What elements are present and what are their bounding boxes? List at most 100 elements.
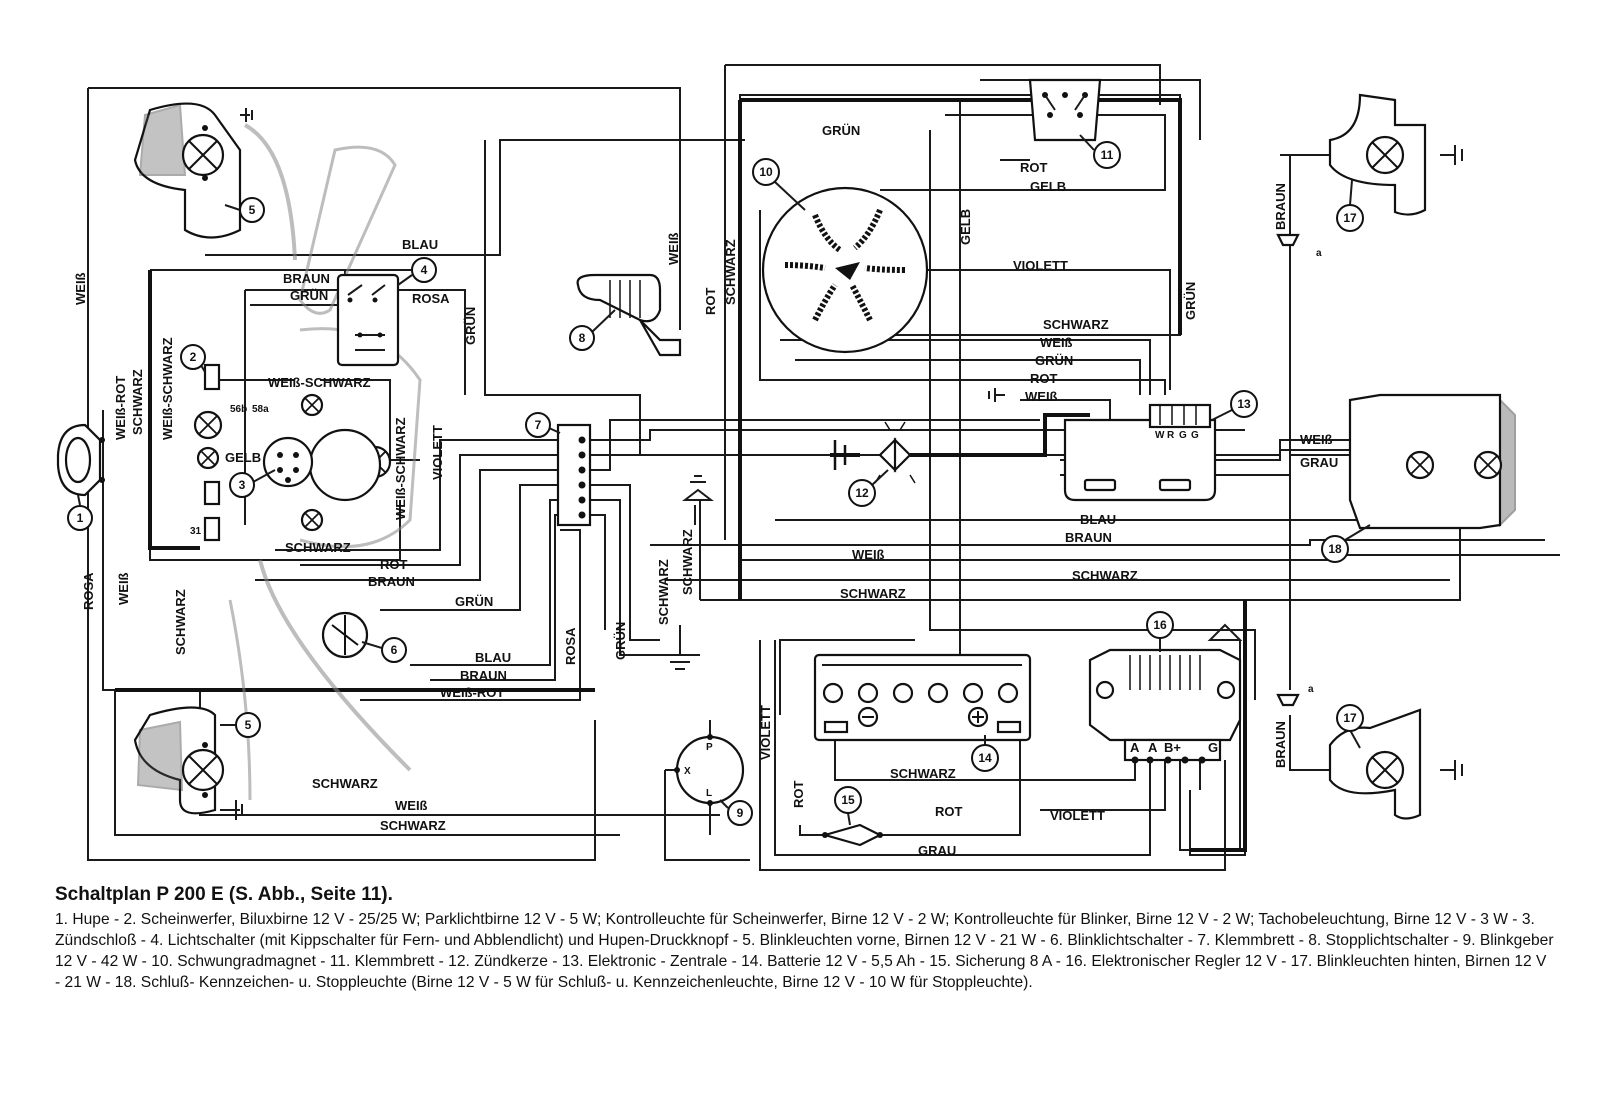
wire-label: VIOLETT: [758, 705, 773, 760]
rear-blinker-bottom: [1276, 693, 1422, 820]
wire-label: WEIß: [116, 572, 131, 605]
svg-text:5: 5: [249, 203, 256, 217]
voltage-regulator: [1088, 648, 1242, 764]
wire-label: SCHWARZ: [380, 818, 446, 833]
rear-blinker-top: [1276, 93, 1427, 247]
callout-4: 4: [397, 257, 437, 286]
wire-label: BLAU: [402, 237, 438, 252]
light-switch: [336, 273, 400, 367]
svg-text:2: 2: [190, 350, 197, 364]
terminal-label: G: [1191, 430, 1199, 441]
battery: [813, 653, 1032, 742]
terminal-block-11: [1028, 78, 1102, 142]
terminal-label: 56b: [230, 404, 247, 415]
svg-text:9: 9: [737, 806, 744, 820]
svg-text:16: 16: [1153, 618, 1167, 632]
caption-title: Schaltplan P 200 E (S. Abb., Seite 11).: [55, 884, 393, 905]
wire-label: BRAUN: [460, 668, 507, 683]
spark-plug: [830, 421, 916, 484]
callout-15: 15: [834, 786, 862, 826]
horn: [56, 423, 105, 497]
callout-16: 16: [1146, 611, 1174, 652]
wire-label: WEIß-SCHWARZ: [268, 375, 371, 390]
wire-label: SCHWARZ: [723, 239, 738, 305]
svg-text:18: 18: [1328, 542, 1342, 556]
wire-label: BRAUN: [1273, 183, 1288, 230]
callout-14: 14: [971, 735, 999, 772]
wire-label: SCHWARZ: [1072, 568, 1138, 583]
terminal-label: a: [1316, 248, 1322, 259]
terminal-label: W: [1155, 430, 1165, 441]
terminal-label: 58a: [252, 404, 269, 415]
blinker-switch: [321, 611, 369, 659]
wire-label: GRAU: [918, 843, 956, 858]
wire-label: SCHWARZ: [285, 540, 351, 555]
callout-8: 8: [569, 309, 616, 351]
svg-text:6: 6: [391, 643, 398, 657]
wire-label: GRÜN: [463, 307, 478, 345]
figure-caption: Schaltplan P 200 E (S. Abb., Seite 11). …: [55, 884, 1555, 993]
wire-label: WEIß: [1300, 432, 1333, 447]
callout-2: 2: [180, 344, 206, 373]
stop-switch: [576, 273, 682, 357]
wire-label: GELB: [1030, 179, 1066, 194]
callout-13: 13: [1211, 390, 1258, 421]
svg-text:1: 1: [77, 511, 84, 525]
svg-text:13: 13: [1237, 397, 1251, 411]
fuse: [820, 823, 883, 847]
terminal-block-7: [556, 423, 592, 527]
wire-label: SCHWARZ: [130, 369, 145, 435]
wire-label: GRAU: [1300, 455, 1338, 470]
bold-wires: [115, 98, 1247, 852]
wire-label: WEIß: [1025, 389, 1058, 404]
wire-label: VIOLETT: [1050, 808, 1105, 823]
wire-label: ROT: [380, 557, 408, 572]
wire-label: ROT: [1020, 160, 1048, 175]
wire-label: SCHWARZ: [656, 559, 671, 625]
wire-label: SCHWARZ: [312, 776, 378, 791]
terminal-label: G: [1179, 430, 1187, 441]
callout-7: 7: [525, 412, 561, 438]
wire-label: ROSA: [412, 291, 450, 306]
terminal-label: X: [684, 766, 691, 777]
wire-label: BLAU: [475, 650, 511, 665]
svg-text:4: 4: [421, 263, 428, 277]
callout-18: 18: [1321, 524, 1371, 563]
terminal-label: P: [706, 742, 713, 753]
wire-label: BRAUN: [1065, 530, 1112, 545]
wire-label: BRAUN: [368, 574, 415, 589]
wire-label: SCHWARZ: [1043, 317, 1109, 332]
wire-label: BLAU: [1080, 512, 1116, 527]
terminal-label: A: [1130, 740, 1140, 755]
wire-label: WEIß: [395, 798, 428, 813]
wire-label: WEIß: [666, 232, 681, 265]
wire-label: ROT: [935, 804, 963, 819]
terminal-label: G: [1208, 740, 1218, 755]
wire-label: WEIß-ROT: [440, 685, 504, 700]
terminal-label: 31: [190, 526, 202, 537]
wire-label: ROT: [1030, 371, 1058, 386]
wire-label: WEIß: [1040, 335, 1073, 350]
caption-body: 1. Hupe - 2. Scheinwerfer, Biluxbirne 12…: [55, 911, 1554, 991]
callout-10: 10: [752, 158, 806, 211]
terminal-label: a: [1308, 684, 1314, 695]
wire-label: GRÜN: [613, 622, 628, 660]
wire-label: BRAUN: [283, 271, 330, 286]
tail-light: [1348, 393, 1516, 530]
wire-label: GRÜN: [290, 288, 328, 303]
wire-label: SCHWARZ: [680, 529, 695, 595]
svg-text:10: 10: [759, 165, 773, 179]
wire-label: SCHWARZ: [173, 589, 188, 655]
svg-text:3: 3: [239, 478, 246, 492]
wire-label: GELB: [958, 209, 973, 245]
front-blinker-top: [133, 102, 253, 239]
wire-label: SCHWARZ: [840, 586, 906, 601]
wire-label: SCHWARZ: [890, 766, 956, 781]
callout-5a: 5: [224, 197, 265, 223]
svg-text:12: 12: [855, 486, 869, 500]
svg-text:11: 11: [1101, 148, 1114, 162]
terminal-label: L: [706, 788, 712, 799]
wire-label: GELB: [225, 450, 261, 465]
wire-label: GRÜN: [455, 594, 493, 609]
svg-text:5: 5: [245, 718, 252, 732]
